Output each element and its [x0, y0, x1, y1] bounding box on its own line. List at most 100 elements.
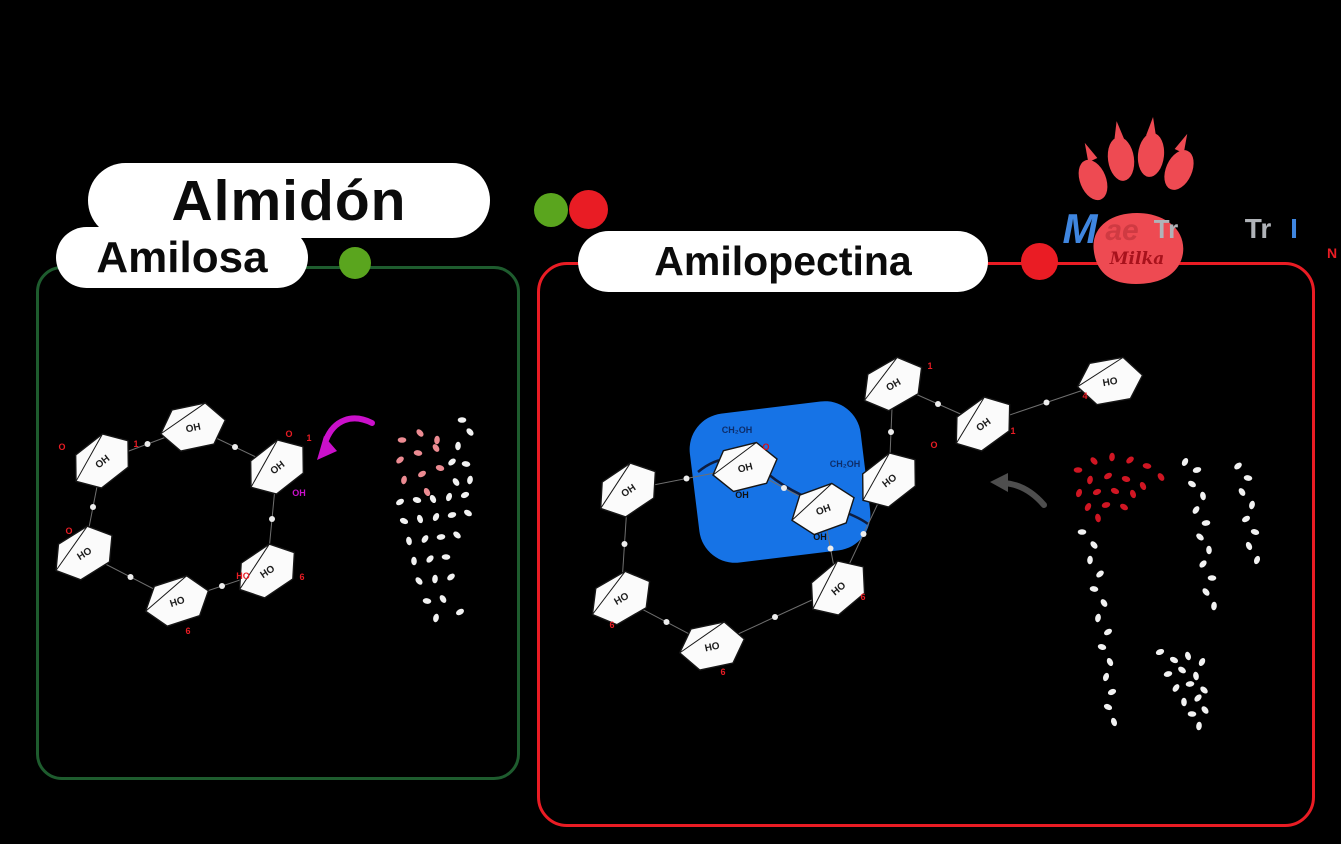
- main-title-text: Almidón: [171, 168, 407, 233]
- ring-label: HO: [1102, 376, 1119, 389]
- amilosa-label-text: Amilosa: [96, 232, 268, 282]
- chem-annotation: 6: [609, 620, 614, 630]
- amilopectina-granule-dot: [1211, 601, 1217, 611]
- glucose-ring: HO: [144, 575, 210, 627]
- bond-oxygen-dot: [219, 583, 225, 589]
- amilosa-granule-dot: [435, 465, 445, 471]
- amilopectina-granule-dot: [1163, 671, 1173, 677]
- amilopectina-granule-dot: [1090, 457, 1098, 465]
- amilopectina-granule-dot: [1096, 570, 1104, 578]
- amilopectina-granule-dot: [1193, 671, 1199, 681]
- amilopectina-granule-dot: [1142, 463, 1152, 469]
- main-title-bubble: Almidón: [88, 163, 490, 238]
- bond-oxygen-dot: [232, 444, 238, 450]
- amilopectina-granule-dot: [1109, 452, 1115, 462]
- amilopectina-granule-dot: [1157, 473, 1165, 481]
- amilopectina-granule-dot: [1107, 688, 1117, 696]
- amilopectina-granule-dot: [1192, 467, 1202, 473]
- amilopectina-granule-dot: [1126, 456, 1134, 464]
- paw-pad-icon: [1093, 213, 1184, 284]
- amilosa-granule-dot: [453, 531, 461, 539]
- amilopectina-granule-dot: [1201, 706, 1209, 714]
- title-green-dot: [534, 193, 568, 227]
- chem-annotation: HO: [236, 571, 250, 581]
- amilopectina-granule-dot: [1095, 613, 1101, 623]
- logo-letter: Tr: [1245, 213, 1272, 244]
- glucose-ring: OH: [712, 441, 778, 493]
- logo-name-text: Milka: [1109, 249, 1165, 269]
- amilopectina-granule-dot: [1178, 666, 1186, 674]
- amilopectina-granule-dot: [1194, 694, 1202, 702]
- amilosa-granule-dot: [436, 534, 446, 540]
- amilopectina-granule-dot: [1077, 529, 1087, 535]
- amilosa-granule-dot: [426, 555, 434, 563]
- chem-annotation: O: [285, 429, 292, 439]
- amilosa-granule-dot: [447, 512, 457, 518]
- amilosa-granule-dot: [396, 456, 404, 464]
- amilosa-granule-dot: [429, 494, 437, 504]
- amilosa-granule-dot: [455, 441, 461, 451]
- bond-oxygen-dot: [1043, 399, 1050, 406]
- amilopectina-granule-dot: [1185, 651, 1191, 661]
- amilosa-granule-dot: [452, 478, 460, 486]
- amilosa-granule-dot: [432, 574, 438, 584]
- amilosa-granule-dot: [457, 417, 467, 423]
- glucose-ring: HO: [1076, 356, 1144, 406]
- chem-annotation: 6: [299, 572, 304, 582]
- chem-annotation: O: [65, 526, 72, 536]
- ring-label: HO: [169, 595, 187, 610]
- amilopectina-label-bubble: Amilopectina: [578, 231, 988, 292]
- amilosa-granule-dot: [416, 429, 424, 437]
- title-red-dot: [569, 190, 608, 229]
- amilosa-granule-dot: [401, 475, 407, 485]
- amilopectina-granule-dot: [1245, 541, 1253, 551]
- amilopectina-granule-dot: [1201, 520, 1211, 526]
- amilopectina-granule-dot: [1104, 628, 1112, 636]
- amilosa-granule-dot: [417, 514, 423, 524]
- bond-oxygen-dot: [269, 516, 275, 522]
- amilosa-granule-dot: [421, 535, 429, 543]
- amilopectina-granule-dot: [1169, 656, 1179, 664]
- chem-annotation: 6: [720, 667, 725, 677]
- amilosa-label-bubble: Amilosa: [56, 227, 308, 288]
- amilosa-granule-dot: [464, 509, 472, 517]
- logo-letter: Tr: [1154, 214, 1179, 244]
- ring-label: OH: [185, 422, 202, 436]
- amilopectina-granule-dot: [1087, 555, 1093, 565]
- amilopectina-granule-dot: [1250, 529, 1260, 535]
- glucose-ring: OH: [159, 402, 227, 452]
- highlight-label: OH: [735, 490, 749, 500]
- bond-oxygen-dot: [772, 614, 778, 620]
- amilopectina-granule-dot: [1087, 475, 1093, 485]
- amilosa-granule-dot: [413, 450, 423, 456]
- amilopectina-granule-dot: [1075, 488, 1083, 498]
- amilopectina-granule-dot: [1155, 648, 1165, 656]
- bond-oxygen-dot: [935, 401, 941, 407]
- amilosa-granule-dot: [411, 556, 417, 566]
- highlight-label: O: [762, 442, 769, 452]
- amilosa-arrow-head: [317, 436, 337, 460]
- amilopectina-granule-dot: [1120, 503, 1128, 511]
- amilopectina-red-dot: [1021, 243, 1058, 280]
- amilosa-granule-dot: [441, 554, 451, 560]
- bond-oxygen-dot: [781, 485, 787, 491]
- amilosa-granule-dot: [467, 475, 473, 485]
- amilopectina-granule-dot: [1111, 717, 1117, 727]
- glucose-ring: OH: [74, 433, 130, 489]
- amilopectina-granule-dot: [1185, 681, 1195, 687]
- amilosa-granule-dot: [439, 595, 447, 603]
- amilosa-granule-dot: [415, 577, 423, 585]
- logo-letter: ae: [1105, 214, 1138, 247]
- amilosa-granule-dot: [461, 461, 471, 467]
- paw-claw-icon: [1174, 133, 1188, 154]
- glucose-ring: OH: [955, 396, 1011, 452]
- glucose-ring: OH: [599, 462, 657, 518]
- amilosa-granule-dot: [460, 491, 470, 499]
- chem-annotation: 1: [1010, 426, 1015, 436]
- logo-letter: N: [1327, 245, 1337, 261]
- amilopectina-granule-dot: [1089, 586, 1099, 592]
- highlight-label: OH: [813, 532, 827, 542]
- amilopectina-granule-dot: [1130, 489, 1136, 499]
- amilopectina-granule-dot: [1200, 491, 1206, 501]
